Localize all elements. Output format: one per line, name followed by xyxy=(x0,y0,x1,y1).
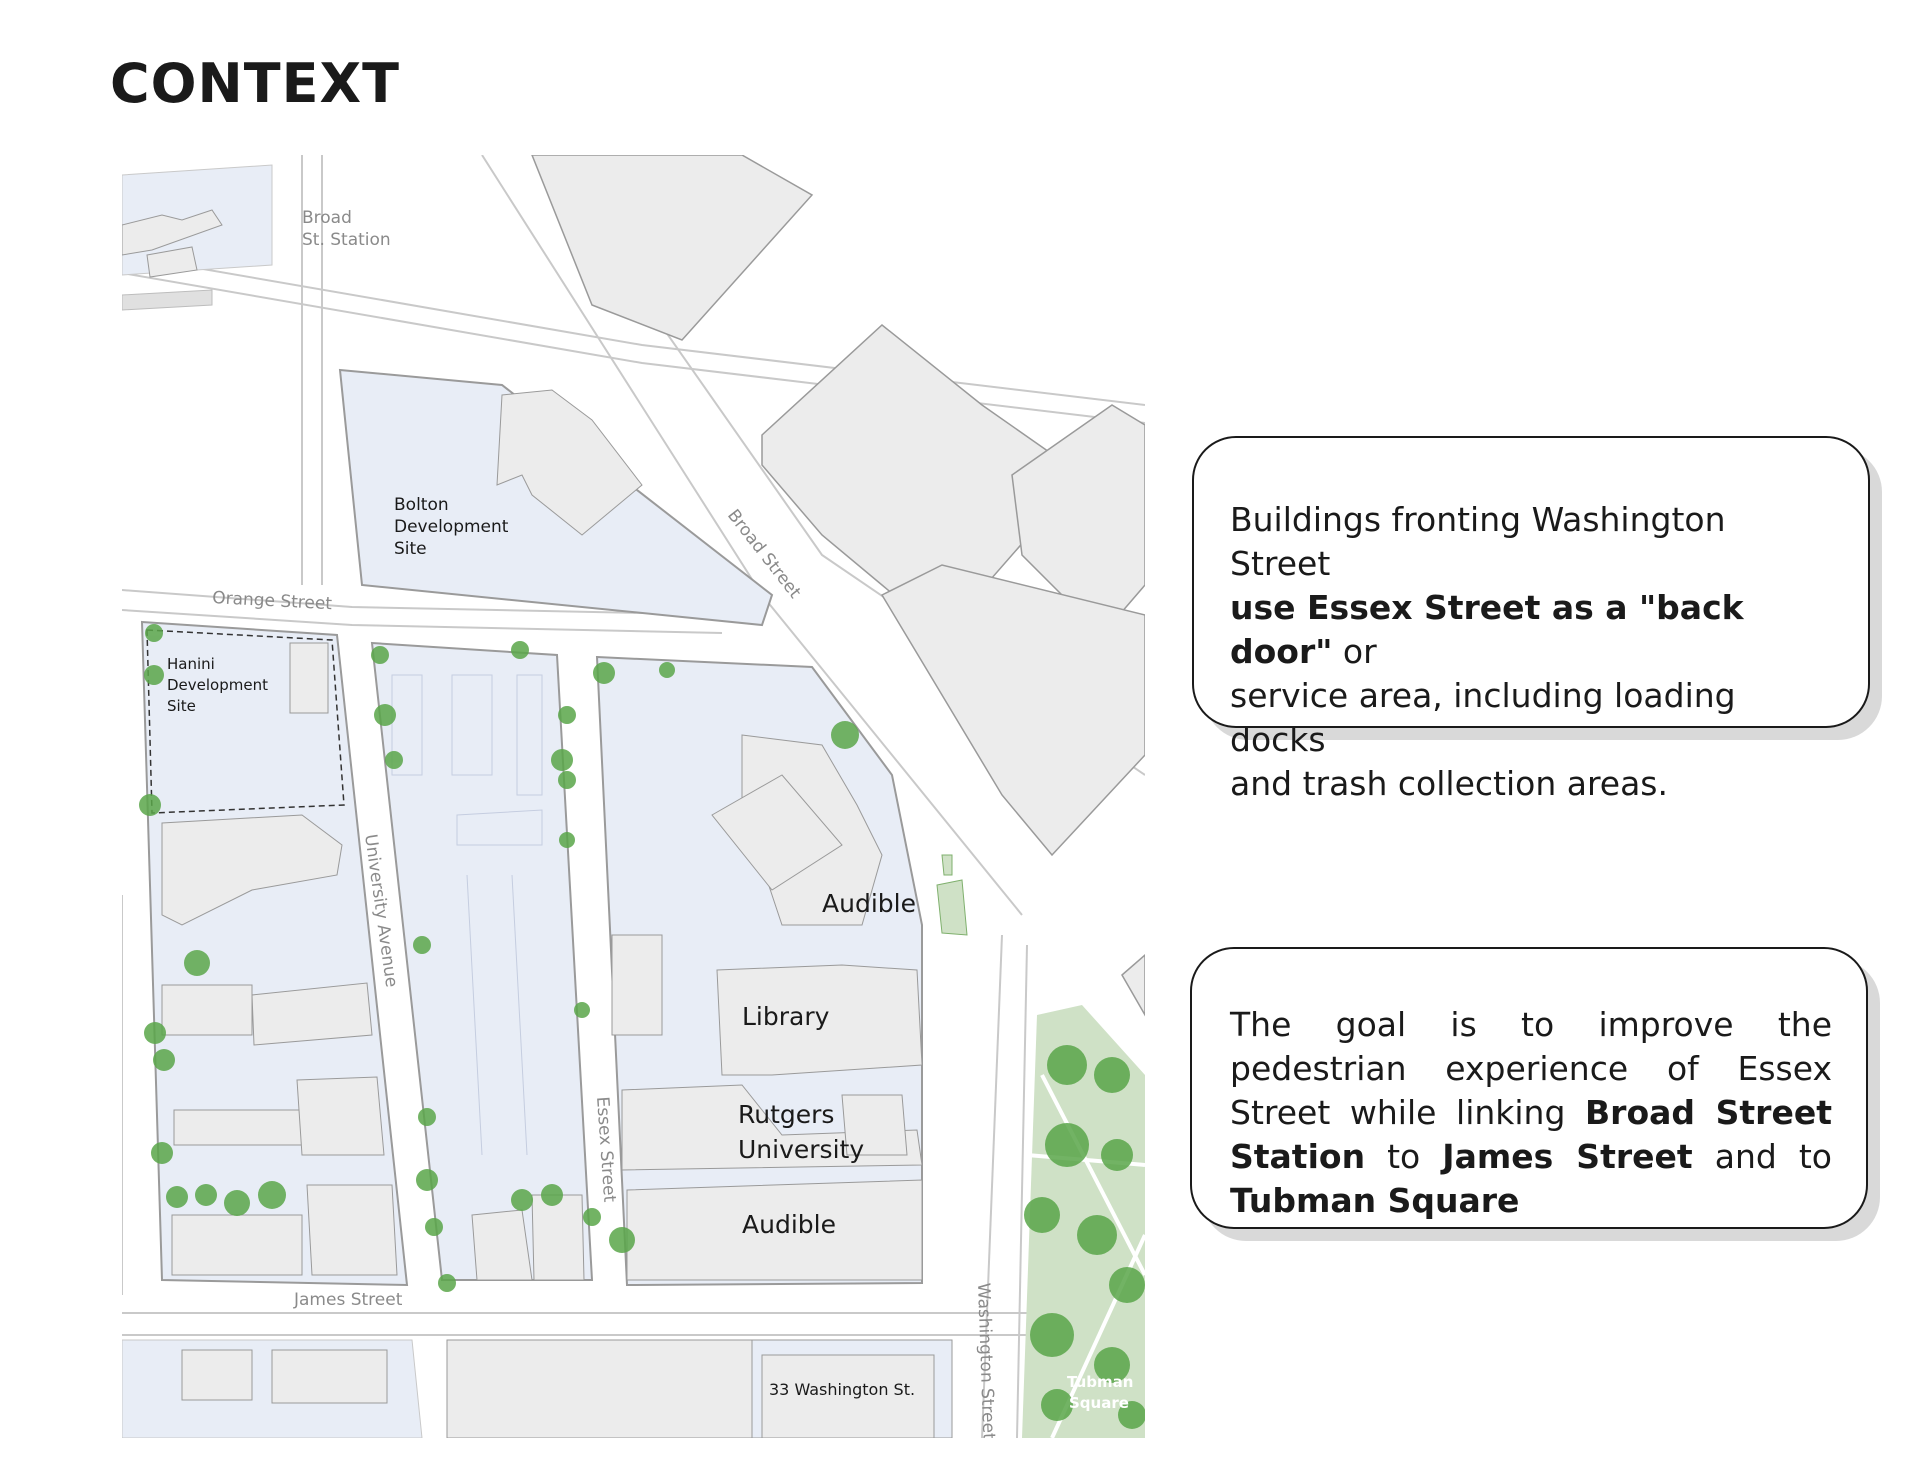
hanini-block xyxy=(140,620,409,1287)
callout-2-tubman: Tubman Square xyxy=(1230,1181,1520,1220)
essex-street-label: Essex Street xyxy=(592,1096,619,1203)
callout-1-bold: use Essex Street as a "back door" xyxy=(1230,588,1744,671)
south-blocks xyxy=(122,1339,953,1438)
callout-1-line4: and trash collection areas. xyxy=(1230,764,1668,803)
james-street-label: James Street xyxy=(293,1290,403,1310)
callout-2-to2: and to xyxy=(1692,1137,1832,1176)
parking-block-university xyxy=(370,641,594,1281)
audible-bottom-label: Audible xyxy=(742,1210,836,1239)
washington-street-label: Washington Street xyxy=(973,1282,998,1438)
broad-station-label: Broad St. Station xyxy=(302,208,391,250)
hanini-site-label: Hanini Development Site xyxy=(167,655,273,715)
callout-goal: The goal is to improve the pedestrian ex… xyxy=(1190,947,1868,1229)
northeast-buildings xyxy=(531,155,1145,1017)
callout-2-james: James Street xyxy=(1442,1137,1693,1176)
broad-station-block xyxy=(122,164,273,311)
orange-street-label: Orange Street xyxy=(212,588,333,614)
street-trees xyxy=(139,624,1145,1429)
callout-back-door: Buildings fronting Washington Street use… xyxy=(1192,436,1870,803)
site-context-map: Broad St. Station Bolton Development Sit… xyxy=(122,155,1145,1438)
washington-33-label: 33 Washington St. xyxy=(769,1380,915,1399)
library-label: Library xyxy=(742,1002,830,1031)
bolton-site xyxy=(338,368,774,627)
callout-2-station: Broad Street Station xyxy=(1230,1093,1832,1176)
callout-1-line3: service area, including loading docks xyxy=(1230,676,1736,759)
callout-1-or: or xyxy=(1332,632,1377,671)
page-title: CONTEXT xyxy=(110,52,400,115)
callout-2-to1: to xyxy=(1365,1137,1443,1176)
callout-1-line1: Buildings fronting Washington Street xyxy=(1230,500,1726,583)
bolton-site-label: Bolton Development Site xyxy=(394,495,514,559)
tubman-square-label: Tubman Square xyxy=(1067,1373,1139,1412)
audible-top-label: Audible xyxy=(822,889,916,918)
callout-2-intro: The goal is to improve the pedestrian ex… xyxy=(1230,1005,1832,1132)
essex-washington-block xyxy=(595,655,923,1287)
rutgers-label: Rutgers University xyxy=(738,1100,864,1164)
